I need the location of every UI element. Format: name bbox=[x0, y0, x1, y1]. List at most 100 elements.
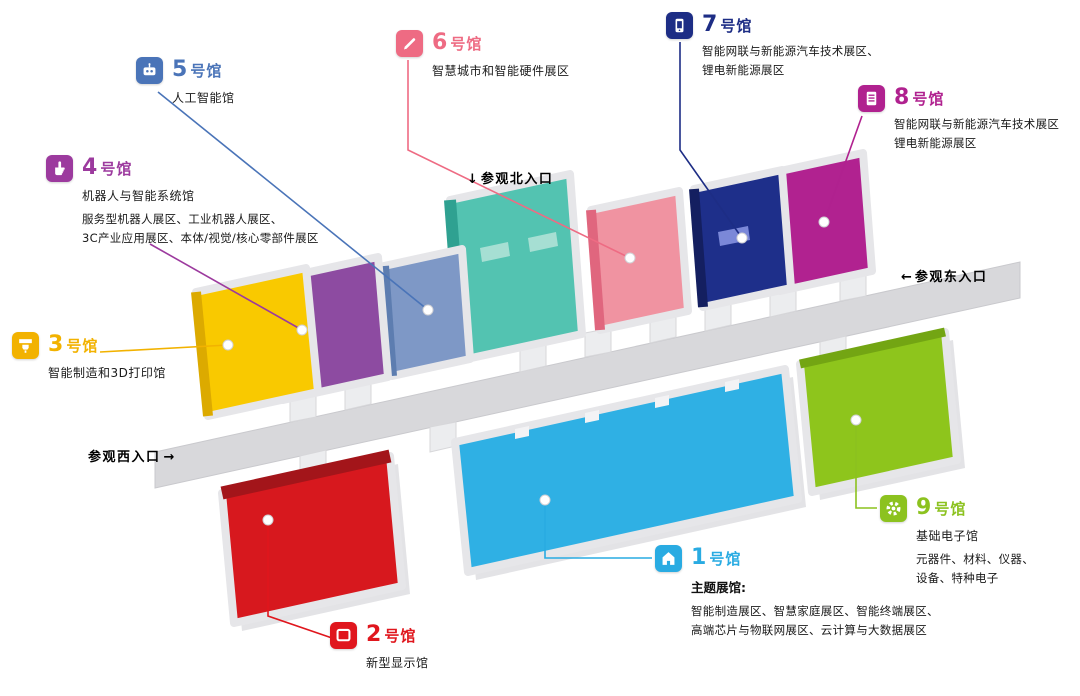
north-hall-booth bbox=[480, 242, 510, 262]
down-arrow-icon: ↓ bbox=[467, 172, 478, 187]
hall-suffix: 号馆 bbox=[384, 627, 417, 645]
display-icon bbox=[330, 622, 357, 649]
hall-2-marker bbox=[262, 514, 274, 526]
phone-icon bbox=[666, 12, 693, 39]
hall-6-name: 智慧城市和智能硬件展区 bbox=[432, 64, 570, 78]
hall-number: 3 bbox=[48, 332, 65, 357]
hall-3-name: 智能制造和3D打印馆 bbox=[48, 366, 166, 380]
hall-9-marker bbox=[850, 414, 862, 426]
north-entrance-text: 参观北入口 bbox=[480, 172, 554, 187]
hall-1-heading: 主题展馆: bbox=[691, 580, 746, 595]
desc-line: 服务型机器人展区、工业机器人展区、 bbox=[82, 212, 283, 226]
right-arrow-icon: → bbox=[163, 450, 175, 465]
gear-icon bbox=[880, 495, 907, 522]
desc-line: 锂电新能源展区 bbox=[894, 135, 977, 150]
hall-5-wall bbox=[379, 265, 397, 377]
pen-icon bbox=[396, 30, 423, 57]
main-corridor bbox=[154, 261, 1021, 489]
pillar bbox=[655, 395, 669, 408]
desc-line: 元器件、材料、仪器、 bbox=[916, 552, 1034, 566]
hall-3-floor bbox=[192, 264, 322, 420]
hall-1-pillars bbox=[515, 379, 739, 439]
hand-icon bbox=[46, 155, 73, 182]
west-entrance-text: 参观西入口 bbox=[88, 450, 161, 465]
hall-4-marker bbox=[296, 324, 308, 336]
hall-suffix: 号馆 bbox=[934, 500, 967, 518]
hall-number: 8 bbox=[894, 85, 911, 110]
hall-number: 4 bbox=[82, 155, 99, 180]
hall-number: 5 bbox=[172, 57, 189, 82]
hall-3-wall bbox=[191, 291, 213, 417]
hall-2-leader-line bbox=[267, 520, 333, 639]
hall-6-floor bbox=[587, 187, 692, 334]
hall-4-leader-line bbox=[149, 243, 303, 331]
hall-suffix: 号馆 bbox=[912, 90, 945, 108]
house-icon bbox=[655, 545, 682, 572]
desc-line: 设备、特种电子 bbox=[916, 570, 999, 585]
hall-8-desc: 智能网联与新能源汽车技术展区 锂电新能源展区 bbox=[894, 115, 1059, 153]
hall-7-desc: 智能网联与新能源汽车技术展区、 锂电新能源展区 bbox=[702, 42, 879, 80]
hall-number: 2 bbox=[366, 622, 383, 647]
hall-3-marker bbox=[222, 339, 234, 351]
robot-icon bbox=[136, 57, 163, 84]
west-entrance-label: 参观西入口→ bbox=[88, 446, 177, 465]
hall-9-desc: 元器件、材料、仪器、 设备、特种电子 bbox=[916, 550, 1034, 588]
hall-2-name: 新型显示馆 bbox=[366, 656, 429, 670]
hall-number: 6 bbox=[432, 30, 449, 55]
hall-suffix: 号馆 bbox=[450, 35, 483, 53]
hall-4-desc: 服务型机器人展区、工业机器人展区、 3C产业应用展区、本体/视觉/核心零部件展区 bbox=[82, 210, 319, 248]
hall-6-marker bbox=[624, 252, 636, 264]
hall-6-leader-line bbox=[407, 60, 631, 259]
hall-9-leader-line bbox=[855, 420, 877, 509]
hall-6-wall bbox=[586, 209, 605, 331]
hall-5-name: 人工智能馆 bbox=[172, 91, 235, 105]
hall-suffix: 号馆 bbox=[720, 17, 753, 35]
hall-1-floor bbox=[451, 365, 802, 576]
north-hall-booth bbox=[528, 232, 558, 252]
hall-1-leader-line bbox=[544, 500, 652, 559]
hall-7-leader-line bbox=[679, 42, 743, 239]
pillar bbox=[725, 379, 739, 392]
desc-line: 高端芯片与物联网展区、云计算与大数据展区 bbox=[691, 622, 927, 637]
hall-number: 7 bbox=[702, 12, 719, 37]
north-entrance-label: ↓参观北入口 bbox=[464, 168, 553, 187]
desc-line: 锂电新能源展区 bbox=[702, 62, 785, 77]
east-entrance-label: ←参观东入口 bbox=[898, 266, 987, 285]
hall-suffix: 号馆 bbox=[709, 550, 742, 568]
hall-9-name: 基础电子馆 bbox=[916, 529, 979, 543]
hall-8-leader-line bbox=[823, 115, 863, 223]
hall-7-wall bbox=[689, 188, 708, 308]
hall-suffix: 号馆 bbox=[100, 160, 133, 178]
pillar bbox=[515, 426, 529, 439]
desc-line: 智能网联与新能源汽车技术展区 bbox=[894, 117, 1060, 131]
desc-line: 3C产业应用展区、本体/视觉/核心零部件展区 bbox=[82, 230, 319, 245]
hall-9-wall bbox=[799, 327, 946, 369]
hall-5-marker bbox=[422, 304, 434, 316]
printer-3d-icon bbox=[12, 332, 39, 359]
left-arrow-icon: ← bbox=[901, 270, 912, 285]
hall-suffix: 号馆 bbox=[66, 337, 99, 355]
hall-7-marker bbox=[736, 232, 748, 244]
hall-4-name: 机器人与智能系统馆 bbox=[82, 189, 195, 203]
east-entrance-text: 参观东入口 bbox=[914, 270, 988, 285]
hall-5-leader-line bbox=[157, 91, 429, 311]
desc-line: 智能网联与新能源汽车技术展区、 bbox=[702, 44, 879, 58]
